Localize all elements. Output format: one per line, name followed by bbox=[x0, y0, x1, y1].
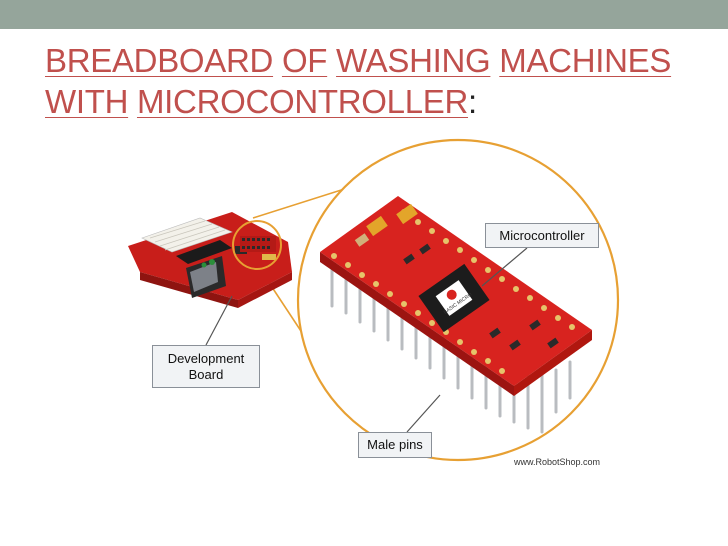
male-pins-callout: Male pins bbox=[358, 432, 432, 458]
title-word: MACHINES bbox=[499, 42, 672, 79]
title-word: WITH bbox=[45, 83, 129, 120]
development-board-callout-line2: Board bbox=[188, 367, 224, 382]
microcontroller-callout-label: Microcontroller bbox=[499, 228, 585, 243]
microcontroller-module-image: BASIC MICRO bbox=[320, 196, 592, 434]
title-colon: : bbox=[468, 83, 477, 120]
title-word: OF bbox=[281, 42, 328, 79]
zoom-detail-circle bbox=[296, 138, 620, 462]
robotshop-watermark: www.RobotShop.com bbox=[514, 457, 601, 467]
top-decorative-band bbox=[0, 0, 728, 29]
slide-title: BREADBOARD OF WASHING MACHINES WITH MICRO… bbox=[45, 40, 705, 122]
development-board-callout: Development Board bbox=[152, 345, 260, 388]
development-board-callout-line1: Development bbox=[167, 351, 245, 366]
title-word: MICROCONTROLLER bbox=[136, 83, 469, 120]
callout-pointers bbox=[205, 247, 528, 433]
microcontroller-callout: Microcontroller bbox=[485, 223, 599, 248]
title-word: BREADBOARD bbox=[45, 42, 274, 79]
development-board-image bbox=[128, 212, 292, 308]
male-pins-callout-label: Male pins bbox=[367, 437, 423, 452]
title-word: WASHING bbox=[336, 42, 491, 79]
zoom-source-circle bbox=[232, 220, 282, 270]
